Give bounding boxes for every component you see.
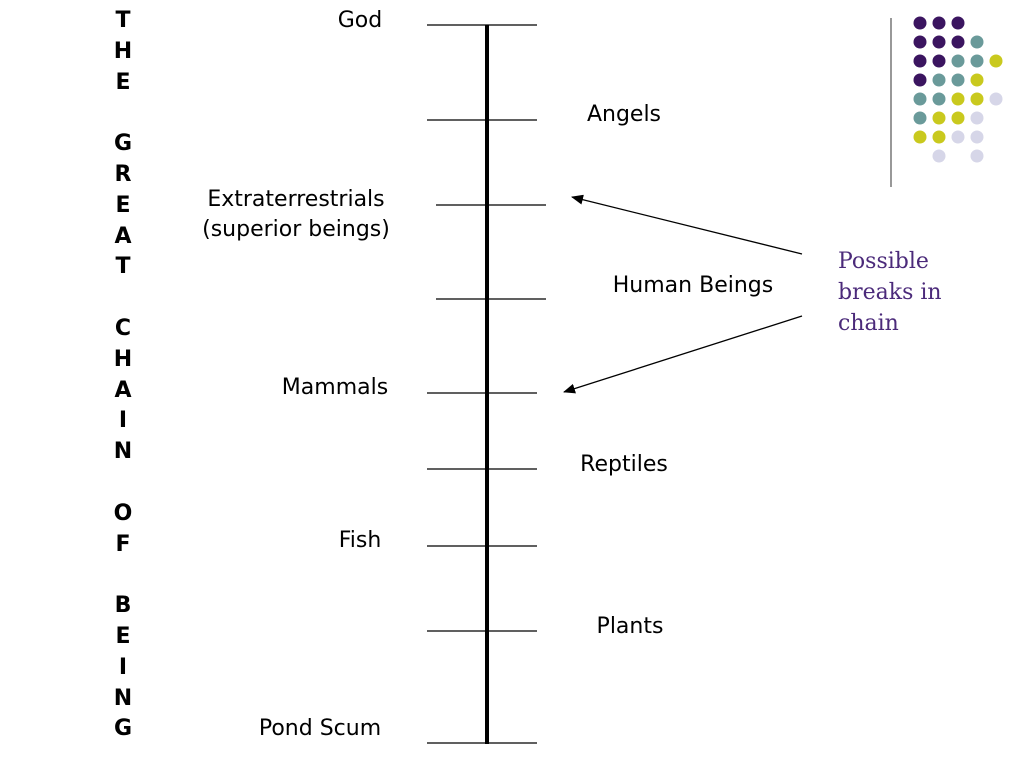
decor-dot bbox=[951, 111, 965, 125]
title-letter: A bbox=[114, 223, 132, 249]
title-letter: B bbox=[114, 593, 132, 619]
level-label: Reptiles bbox=[564, 450, 684, 480]
decor-dot bbox=[913, 92, 927, 106]
title-letter: I bbox=[118, 654, 128, 680]
decor-dot bbox=[932, 111, 946, 125]
level-label: Human Beings bbox=[588, 271, 798, 301]
decor-dot bbox=[951, 35, 965, 49]
title-letter: T bbox=[115, 254, 131, 280]
decor-dot bbox=[932, 35, 946, 49]
break-arrow-lower bbox=[563, 315, 803, 394]
level-label-line: Human Beings bbox=[612, 273, 774, 298]
level-label-line: Reptiles bbox=[580, 452, 668, 477]
title-letter: N bbox=[113, 439, 133, 465]
decor-dot bbox=[951, 54, 965, 68]
title-letter: E bbox=[115, 192, 131, 218]
decor-dot bbox=[951, 92, 965, 106]
title-letter: C bbox=[114, 315, 132, 341]
note-line: chain bbox=[838, 311, 899, 336]
break-arrow-upper bbox=[571, 194, 803, 255]
decor-dot bbox=[970, 92, 984, 106]
note-line: Possible bbox=[838, 249, 929, 274]
decor-dot bbox=[951, 130, 965, 144]
title-letter: H bbox=[113, 38, 133, 64]
title-letter: G bbox=[113, 131, 133, 157]
decor-dot bbox=[970, 54, 984, 68]
decor-dot bbox=[932, 149, 946, 163]
decor-dot bbox=[913, 35, 927, 49]
level-label-line: Plants bbox=[596, 614, 664, 639]
decor-dot bbox=[932, 92, 946, 106]
level-label: Angels bbox=[564, 100, 684, 130]
level-label: Mammals bbox=[260, 373, 410, 403]
title-letter: A bbox=[114, 377, 132, 403]
level-label: Pond Scum bbox=[230, 714, 410, 744]
level-label-line: Mammals bbox=[281, 375, 389, 400]
title-letter: H bbox=[113, 346, 133, 372]
level-label-line: Extraterrestrials bbox=[207, 187, 385, 212]
decor-dot bbox=[932, 54, 946, 68]
title-letter: R bbox=[114, 161, 132, 187]
decor-dot bbox=[932, 16, 946, 30]
decor-dot bbox=[951, 16, 965, 30]
decor-dot bbox=[970, 73, 984, 87]
decor-dot bbox=[913, 111, 927, 125]
decor-dot bbox=[913, 16, 927, 30]
level-label-line: Angels bbox=[586, 102, 662, 127]
title-letter: O bbox=[113, 500, 133, 526]
decor-dot bbox=[932, 73, 946, 87]
level-label-line: Fish bbox=[338, 528, 382, 553]
decor-dot bbox=[970, 35, 984, 49]
title-letter: F bbox=[115, 531, 131, 557]
level-label: Extraterrestrials (superior beings) bbox=[176, 185, 416, 245]
note-line: breaks in bbox=[838, 280, 942, 305]
possible-breaks-note: Possible breaks in chain bbox=[838, 246, 988, 339]
title-letter: T bbox=[115, 8, 131, 33]
level-label: God bbox=[300, 6, 420, 36]
level-label-line: Pond Scum bbox=[258, 716, 382, 741]
decor-dot bbox=[913, 130, 927, 144]
title-letter: E bbox=[115, 69, 131, 95]
title-letter: N bbox=[113, 685, 133, 711]
decor-dot bbox=[951, 73, 965, 87]
decor-dot bbox=[970, 111, 984, 125]
decor-dot bbox=[970, 130, 984, 144]
decor-dot bbox=[970, 149, 984, 163]
title-letter: E bbox=[115, 623, 131, 649]
decor-dot bbox=[913, 54, 927, 68]
level-label-line: (superior beings) bbox=[202, 217, 390, 242]
decor-dot bbox=[913, 73, 927, 87]
level-label-line: God bbox=[337, 8, 383, 33]
decor-dot bbox=[989, 54, 1003, 68]
level-label: Plants bbox=[570, 612, 690, 642]
decor-dot bbox=[932, 130, 946, 144]
decor-dot bbox=[989, 92, 1003, 106]
title-letter: G bbox=[113, 716, 133, 742]
level-label: Fish bbox=[300, 526, 420, 556]
title-letter: I bbox=[118, 408, 128, 434]
